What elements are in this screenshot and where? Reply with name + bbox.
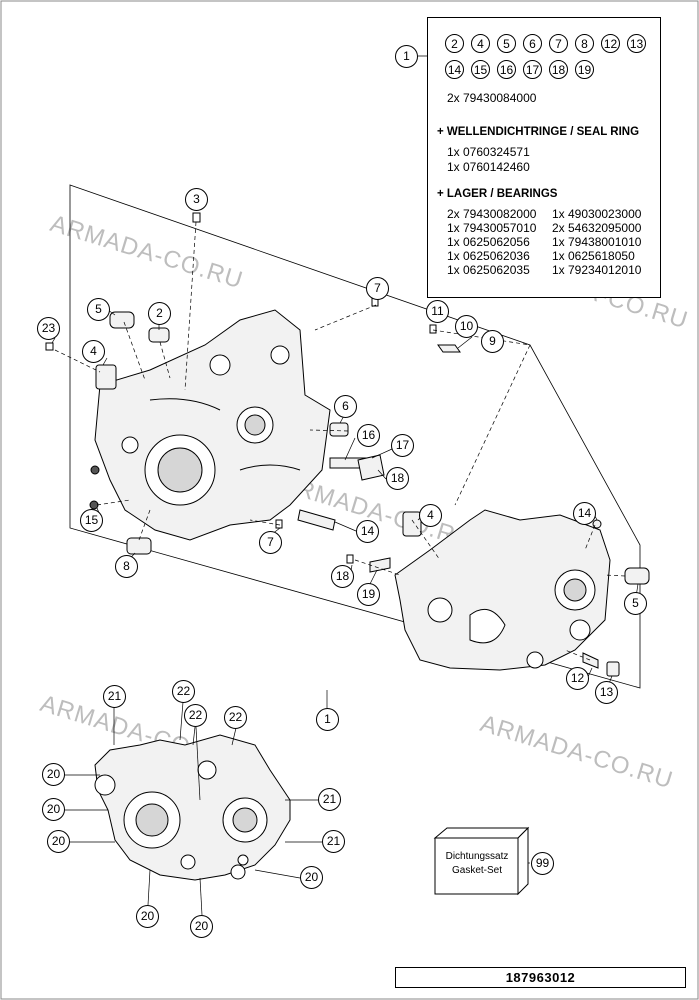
callout-21-right-bottom: 21 <box>322 830 345 853</box>
callout-8: 8 <box>115 555 138 578</box>
callout-6: 6 <box>334 395 357 418</box>
legend-ref-12: 12 <box>601 34 620 53</box>
legend-ref-5: 5 <box>497 34 516 53</box>
legend-ref-13: 13 <box>627 34 646 53</box>
parts-legend: 2 4 5 6 7 8 12 13 14 15 16 17 18 19 2x 7… <box>427 17 661 298</box>
legend-bearing-line: 1x 0625062035 <box>447 263 530 277</box>
legend-bearing-line: 1x 79438001010 <box>552 235 642 249</box>
callout-20-d: 20 <box>300 866 323 889</box>
callout-23: 23 <box>37 317 60 340</box>
callout-12: 12 <box>566 667 589 690</box>
legend-seal-ring-heading: + WELLENDICHTRINGE / SEAL RING <box>437 126 640 138</box>
callout-18-lower: 18 <box>331 565 354 588</box>
legend-ref-17: 17 <box>523 60 542 79</box>
callout-11: 11 <box>426 300 449 323</box>
callout-1-assembly: 1 <box>316 708 339 731</box>
callout-14-right: 14 <box>573 502 596 525</box>
legend-bearing-line: 1x 0625062056 <box>447 235 530 249</box>
callout-22-b: 22 <box>184 704 207 727</box>
legend-main-part-number: 2x 79430084000 <box>447 91 537 105</box>
legend-bearings-heading: + LAGER / BEARINGS <box>437 188 558 200</box>
callout-1-legend: 1 <box>395 45 418 68</box>
callout-20-e: 20 <box>136 905 159 928</box>
callout-20-a: 20 <box>42 763 65 786</box>
legend-ref-15: 15 <box>471 60 490 79</box>
sealant-leader-lines <box>65 701 322 916</box>
legend-ref-2: 2 <box>445 34 464 53</box>
legend-ref-4: 4 <box>471 34 490 53</box>
legend-ref-18: 18 <box>549 60 568 79</box>
callout-5-left: 5 <box>87 298 110 321</box>
callout-7-bottom: 7 <box>259 531 282 554</box>
legend-bearing-line: 1x 49030023000 <box>552 207 642 221</box>
callout-19: 19 <box>357 583 380 606</box>
callout-21-top: 21 <box>103 685 126 708</box>
legend-seal-ring-line: 1x 0760324571 <box>447 145 530 159</box>
callout-5-right: 5 <box>624 592 647 615</box>
callout-17: 17 <box>391 434 414 457</box>
callout-20-b: 20 <box>42 798 65 821</box>
callout-22-a: 22 <box>172 680 195 703</box>
assembly-boundary <box>69 184 641 689</box>
left-crankcase-half <box>94 309 331 541</box>
legend-seal-ring-line: 1x 0760142460 <box>447 160 530 174</box>
callout-13: 13 <box>595 681 618 704</box>
legend-bearing-line: 1x 79234012010 <box>552 263 642 277</box>
legend-ref-19: 19 <box>575 60 594 79</box>
callout-20-c: 20 <box>47 830 70 853</box>
callout-99: 99 <box>531 852 554 875</box>
legend-bearing-line: 2x 54632095000 <box>552 221 642 235</box>
gasket-set-icon <box>433 826 530 896</box>
callout-14-mid: 14 <box>356 520 379 543</box>
legend-ref-6: 6 <box>523 34 542 53</box>
gasket-set-label-de: Dichtungssatz <box>445 851 509 862</box>
bolts <box>45 212 437 564</box>
callout-22-c: 22 <box>224 706 247 729</box>
legend-ref-16: 16 <box>497 60 516 79</box>
legend-ref-7: 7 <box>549 34 568 53</box>
callout-18-upper: 18 <box>386 467 409 490</box>
document-number: 187963012 <box>395 967 686 988</box>
callout-10: 10 <box>455 315 478 338</box>
legend-bearing-line: 1x 0625062036 <box>447 249 530 263</box>
callout-21-right-top: 21 <box>318 788 341 811</box>
callout-20-f: 20 <box>190 915 213 938</box>
loose-parts <box>89 311 650 677</box>
callout-15: 15 <box>80 509 103 532</box>
callout-9: 9 <box>481 330 504 353</box>
callout-7-top: 7 <box>366 277 389 300</box>
crankcase-sealant-view <box>94 734 291 881</box>
callout-3: 3 <box>185 188 208 211</box>
legend-bearing-line: 2x 79430082000 <box>447 207 537 221</box>
gasket-set-label: Dichtungssatz Gasket-Set <box>441 850 513 878</box>
callout-4-left: 4 <box>82 340 105 363</box>
legend-bearing-line: 1x 79430057010 <box>447 221 537 235</box>
callout-16: 16 <box>357 424 380 447</box>
gasket-set-label-en: Gasket-Set <box>451 865 503 876</box>
right-crankcase-half <box>394 509 611 671</box>
callout-4-right: 4 <box>419 504 442 527</box>
legend-ref-8: 8 <box>575 34 594 53</box>
legend-ref-14: 14 <box>445 60 464 79</box>
legend-bearing-line: 1x 0625618050 <box>552 249 635 263</box>
callout-2: 2 <box>148 302 171 325</box>
